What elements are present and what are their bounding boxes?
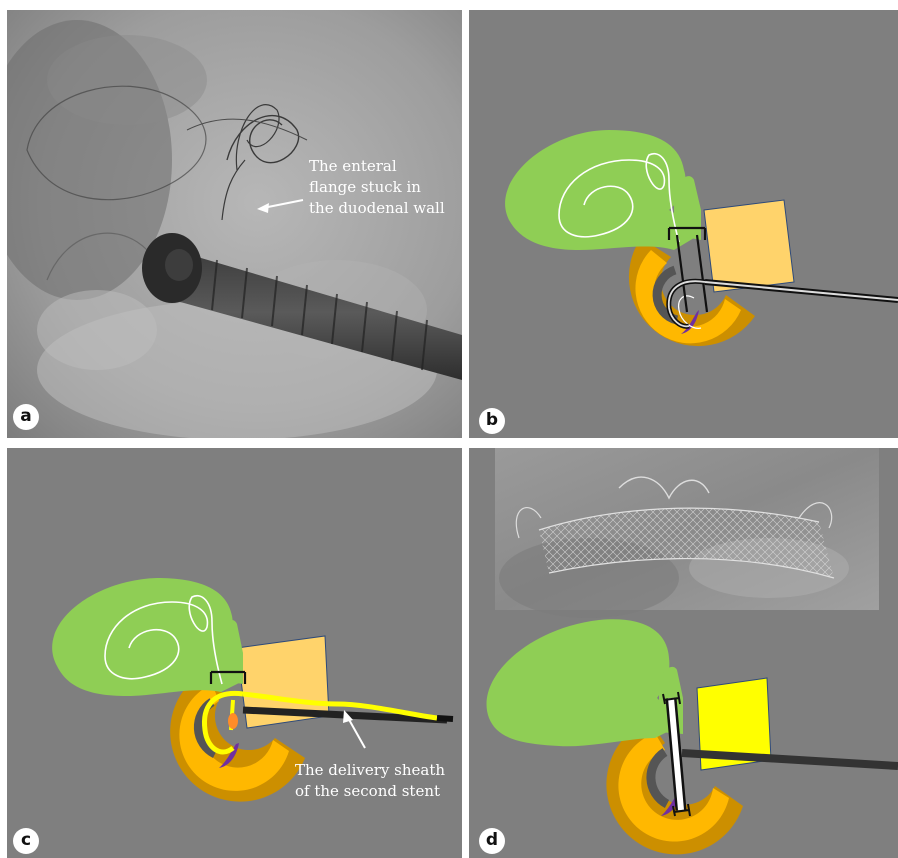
gallbladder: [505, 130, 694, 250]
panel-label-d: d: [479, 828, 505, 854]
panel-label-a: a: [13, 404, 39, 430]
bile-duct: [217, 620, 243, 684]
annotation-c-line-1: The delivery sheath: [295, 760, 445, 781]
annotation-c: The delivery sheath of the second stent: [295, 760, 445, 802]
panel-c: The delivery sheath of the second stent …: [7, 448, 462, 858]
annotation-a: The enteral flange stuck in the duodenal…: [309, 156, 445, 219]
gallbladder: [487, 619, 675, 746]
panel-label-b: b: [479, 408, 505, 434]
panel-label-c: c: [13, 828, 39, 854]
inset-fluoroscopy-image: [495, 448, 879, 618]
panel-a: The enteral flange stuck in the duodenal…: [7, 10, 462, 438]
annotation-a-line-1: The enteral: [309, 156, 445, 177]
annotation-c-line-2: of the second stent: [295, 781, 445, 802]
arrow-a: [7, 10, 462, 438]
panel-d: d: [469, 448, 898, 858]
annotation-a-line-3: the duodenal wall: [309, 198, 445, 219]
pancreas: [704, 200, 794, 292]
panel-d-diagram: [469, 448, 898, 858]
panel-b-diagram: [469, 10, 898, 438]
bile-duct: [674, 176, 701, 240]
stent-tip: [228, 713, 238, 729]
panel-b: b: [469, 10, 898, 438]
annotation-a-line-2: flange stuck in: [309, 177, 445, 198]
